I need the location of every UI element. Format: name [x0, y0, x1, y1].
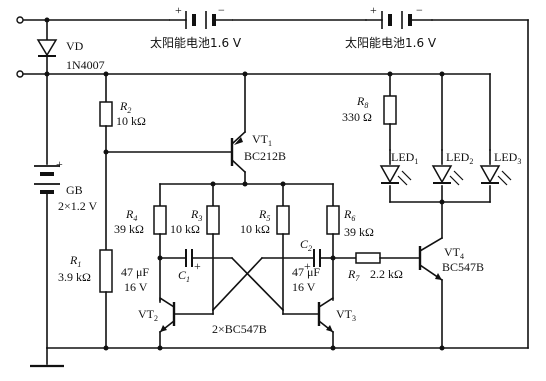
- solar-cell-2-label: 太阳能电池1.6 V: [345, 35, 437, 50]
- battery-gb: + GB 2×1.2 V: [34, 157, 98, 349]
- led-4: LED1: [379, 150, 418, 186]
- c1-voltage: 16 V: [124, 280, 148, 294]
- vd-part: 1N4007: [66, 58, 105, 72]
- junction-dot: [44, 17, 50, 23]
- r7-name: R7: [347, 267, 360, 283]
- c1-plus: +: [194, 259, 201, 273]
- r6-value: 39 kΩ: [344, 225, 374, 239]
- vt4-name: VT4: [444, 245, 464, 261]
- r4-name: R4: [125, 207, 137, 223]
- r7-value: 2.2 kΩ: [370, 267, 403, 281]
- resistor-r2: R2 10 kΩ: [99, 73, 146, 251]
- transistor-vt1: VT1 BC212B: [230, 73, 286, 185]
- c2-plus: +: [304, 259, 311, 273]
- resistor-r1: R1 3.9 kΩ: [58, 249, 113, 349]
- r3-name: R3: [190, 207, 202, 223]
- c2-name: C2: [300, 237, 312, 253]
- led2-name: LED3: [494, 150, 521, 166]
- c1-name: C1: [178, 268, 190, 284]
- solar-cell-1-plus: +: [175, 3, 182, 17]
- resistor-r6: R6 39 kΩ: [326, 205, 374, 301]
- transistor-pair-note: 2×BC547B: [212, 322, 267, 336]
- resistor-r3: R3 10 kΩ: [170, 205, 220, 311]
- junction-dot: [44, 71, 50, 77]
- gb-label: GB: [66, 183, 83, 197]
- cross-coupling: [211, 256, 285, 312]
- led4-name: LED1: [391, 150, 418, 166]
- solar-cell-2: + − 太阳能电池1.6 V: [345, 3, 437, 50]
- r6-name: R6: [343, 207, 355, 223]
- ground-rail: [30, 347, 529, 368]
- solar-cell-2-plus: +: [370, 3, 377, 17]
- r1-value: 3.9 kΩ: [58, 270, 91, 284]
- vt1-part: BC212B: [244, 149, 286, 163]
- transistor-vt3: VT3: [282, 296, 356, 349]
- led1-name: LED2: [446, 150, 473, 166]
- gb-plus: +: [56, 157, 63, 171]
- gb-value: 2×1.2 V: [58, 199, 98, 213]
- junction-dot: [387, 71, 393, 77]
- resistor-r8: R8 330 Ω: [342, 73, 397, 151]
- transistor-vt2: VT2: [138, 296, 214, 349]
- resistor-r7: R7 2.2 kΩ: [332, 252, 421, 283]
- vt2-name: VT2: [138, 307, 158, 323]
- vd-label: VD: [66, 39, 84, 53]
- led-1: LED2: [431, 150, 473, 186]
- junction-dot: [157, 255, 163, 261]
- r2-value: 10 kΩ: [116, 114, 146, 128]
- multivibrator-bus: [159, 183, 334, 207]
- led-2: LED3: [479, 150, 521, 186]
- input-terminal-top: [16, 16, 24, 24]
- resistor-r4: R4 39 kΩ: [114, 205, 167, 301]
- diode-vd: VD 1N4007: [36, 19, 105, 75]
- vt4-part: BC547B: [442, 260, 484, 274]
- r4-value: 39 kΩ: [114, 222, 144, 236]
- r5-value: 10 kΩ: [240, 222, 270, 236]
- capacitor-c1: + C1 47 μF 16 V: [121, 249, 233, 294]
- r3-value: 10 kΩ: [170, 222, 200, 236]
- battery-rail: [22, 73, 491, 165]
- r1-name: R1: [69, 253, 81, 269]
- c2-value: 47 μF: [292, 265, 320, 279]
- r8-value: 330 Ω: [342, 110, 372, 124]
- vt3-name: VT3: [336, 307, 356, 323]
- capacitor-c2: + C2 47 μF 16 V: [261, 237, 334, 294]
- solar-cell-2-minus: −: [416, 3, 423, 17]
- c2-voltage: 16 V: [292, 280, 316, 294]
- solar-cell-1-label: 太阳能电池1.6 V: [150, 35, 242, 50]
- transistor-vt4: VT4 BC547B: [418, 201, 484, 349]
- r8-name: R8: [356, 94, 368, 110]
- junction-dot: [210, 181, 216, 187]
- junction-dot: [157, 345, 163, 351]
- solar-cell-1-minus: −: [218, 3, 225, 17]
- junction-dot: [280, 181, 286, 187]
- junction-dot: [439, 345, 445, 351]
- r5-name: R5: [258, 207, 270, 223]
- vt1-name: VT1: [252, 132, 272, 148]
- junction-dot: [330, 345, 336, 351]
- solar-cell-1: + − 太阳能电池1.6 V: [150, 3, 242, 50]
- junction-dot: [103, 345, 109, 351]
- led-bank: [389, 73, 491, 203]
- c1-value: 47 μF: [121, 265, 149, 279]
- input-terminal-mid: [16, 70, 24, 78]
- resistor-r5: R5 10 kΩ: [240, 205, 290, 311]
- r2-name: R2: [119, 99, 131, 115]
- top-rail: [21, 19, 529, 349]
